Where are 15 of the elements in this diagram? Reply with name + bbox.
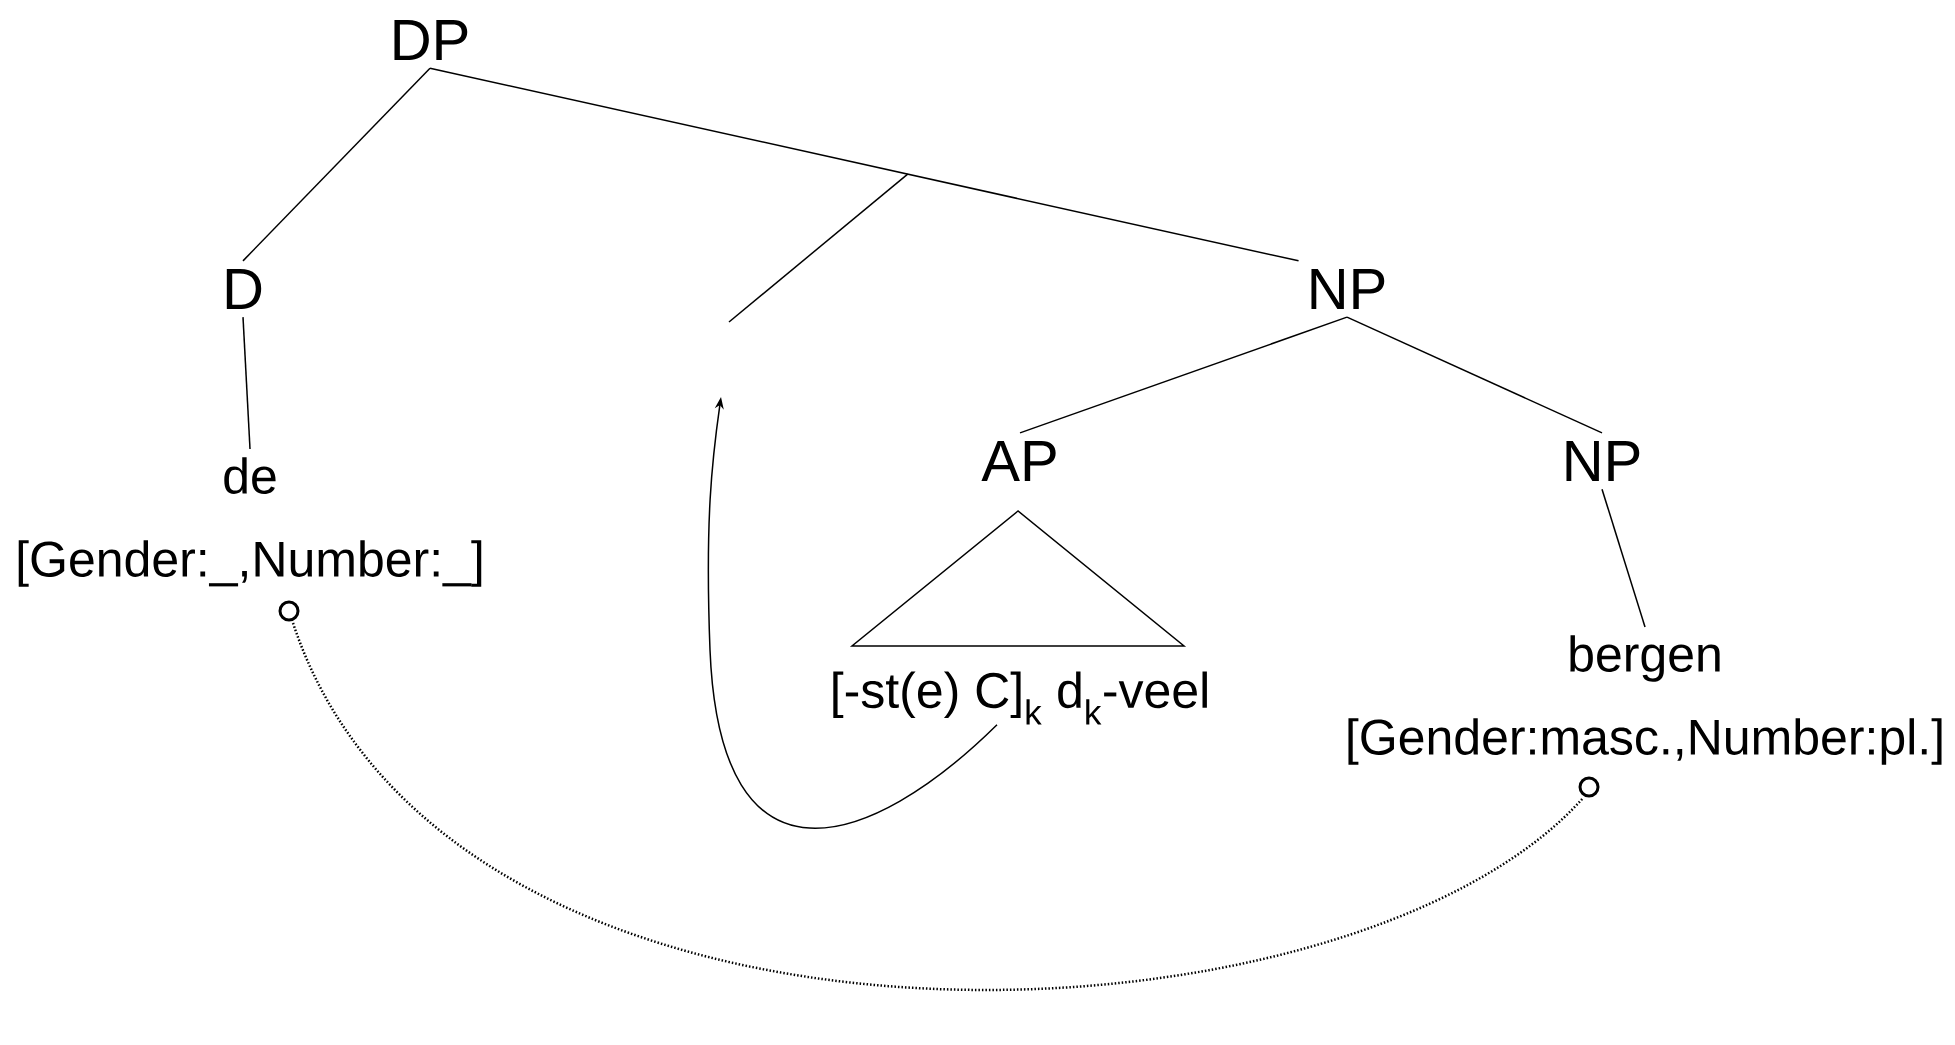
tree-branch bbox=[1346, 316, 1603, 434]
tree-label: AP bbox=[981, 441, 1056, 481]
tree-branch bbox=[1019, 316, 1348, 434]
tree-label: DP bbox=[394, 20, 468, 60]
tree-branch bbox=[1601, 488, 1646, 628]
tree-branch bbox=[429, 67, 1300, 262]
tree-label: NP bbox=[1311, 269, 1385, 309]
tree-label: NP bbox=[1566, 441, 1640, 481]
dotted-link bbox=[278, 600, 1600, 990]
tree-branch bbox=[242, 67, 431, 262]
phrase-label: [-st(e) C]$_{k}$ d$_{k}$-veel bbox=[833, 671, 1207, 725]
tree-branch bbox=[242, 316, 251, 450]
word-with-features: bergen [Gender:masc.,Number:pl.] bbox=[1348, 635, 1942, 765]
word-with-features: de [Gender:_,Number:_] bbox=[18, 457, 482, 587]
tree-label: D bbox=[226, 269, 262, 309]
